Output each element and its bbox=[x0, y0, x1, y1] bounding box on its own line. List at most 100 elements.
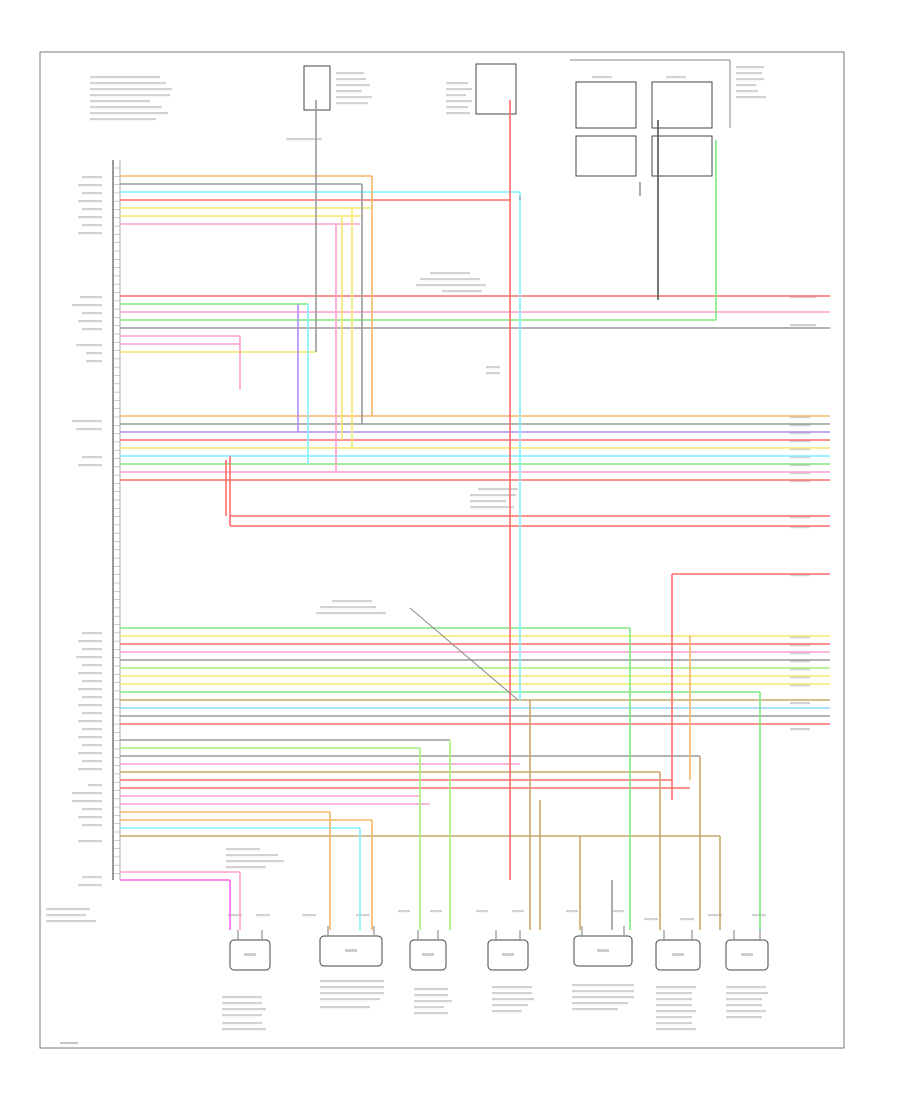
label-text-block bbox=[286, 138, 322, 141]
label-text-block bbox=[222, 1002, 262, 1005]
label-text-block bbox=[486, 366, 500, 369]
label-text-block bbox=[476, 910, 488, 913]
label-text-block bbox=[80, 296, 102, 299]
label-text-block bbox=[736, 96, 766, 99]
label-text-block bbox=[46, 914, 86, 917]
label-text-block bbox=[320, 998, 380, 1001]
label-text-block bbox=[680, 918, 694, 921]
label-text-block bbox=[656, 1004, 692, 1007]
label-text-block bbox=[416, 284, 486, 287]
label-text-block bbox=[46, 920, 96, 923]
label-text-block bbox=[420, 278, 480, 281]
label-text-block bbox=[222, 1028, 266, 1031]
label-text-block bbox=[78, 688, 102, 691]
label-text-block bbox=[566, 910, 578, 913]
label-text-block bbox=[726, 986, 766, 989]
label-text-block bbox=[790, 702, 810, 705]
label-text-block bbox=[726, 1016, 762, 1019]
label-text-block bbox=[78, 704, 102, 707]
label-text-block bbox=[82, 312, 102, 315]
label-text-block bbox=[336, 78, 366, 81]
label-text-block bbox=[446, 100, 472, 103]
bottom-sensors bbox=[229, 926, 769, 971]
label-text-block bbox=[492, 986, 532, 989]
label-text-block bbox=[316, 612, 386, 615]
label-text-block bbox=[90, 88, 172, 91]
label-text-block bbox=[790, 416, 810, 419]
label-text-block bbox=[226, 860, 284, 863]
label-text-block bbox=[414, 1000, 452, 1003]
label-text-block bbox=[414, 988, 448, 991]
label-text-block bbox=[320, 980, 384, 983]
label-text-block bbox=[78, 672, 102, 675]
label-text-block bbox=[790, 684, 810, 687]
label-text-block bbox=[470, 494, 516, 497]
label-text-block bbox=[736, 84, 756, 87]
label-text-block bbox=[78, 840, 102, 843]
sensor-icon bbox=[487, 930, 529, 971]
label-text-block bbox=[790, 660, 810, 663]
sensor-icon bbox=[725, 930, 769, 971]
label-text-block bbox=[82, 808, 102, 811]
label-text-block bbox=[82, 632, 102, 635]
label-text-block bbox=[90, 118, 156, 121]
label-text-block bbox=[656, 1022, 692, 1025]
label-text-block bbox=[82, 664, 102, 667]
label-text-block bbox=[656, 992, 692, 995]
sensor-icon bbox=[229, 930, 271, 971]
label-text-block bbox=[398, 910, 410, 913]
label-text-block bbox=[790, 652, 810, 655]
label-text-block bbox=[82, 680, 102, 683]
label-text-block bbox=[736, 90, 758, 93]
label-text-block bbox=[82, 728, 102, 731]
label-text-block bbox=[446, 106, 468, 109]
label-text-block bbox=[726, 998, 762, 1001]
label-text-block bbox=[492, 1004, 528, 1007]
label-text-block bbox=[656, 986, 696, 989]
label-text-block bbox=[790, 574, 810, 577]
label-text-block bbox=[726, 992, 768, 995]
sensor-icon bbox=[655, 930, 701, 971]
label-text-block bbox=[226, 866, 266, 869]
label-text-block bbox=[572, 984, 634, 987]
label-text-block bbox=[446, 82, 468, 85]
label-text-block bbox=[790, 472, 810, 475]
label-text-block bbox=[82, 208, 102, 211]
label-text-block bbox=[752, 914, 766, 917]
label-text-block bbox=[76, 428, 102, 431]
label-text-block bbox=[76, 344, 102, 347]
label-text-block bbox=[708, 914, 722, 917]
label-text-block bbox=[228, 914, 242, 917]
label-text-block bbox=[492, 992, 532, 995]
label-text-block bbox=[90, 94, 170, 97]
label-text-block bbox=[82, 760, 102, 763]
label-text-block bbox=[78, 720, 102, 723]
label-text-block bbox=[320, 986, 384, 989]
label-text-block bbox=[226, 854, 278, 857]
leader-line bbox=[409, 607, 519, 701]
label-text-block bbox=[90, 106, 162, 109]
label-text-block bbox=[486, 372, 500, 375]
label-text-block bbox=[790, 432, 810, 435]
label-text-block bbox=[222, 1022, 262, 1025]
label-text-block bbox=[332, 600, 372, 603]
label-text-block bbox=[72, 420, 102, 423]
label-text-block bbox=[790, 296, 816, 299]
label-text-block bbox=[302, 914, 316, 917]
label-text-block bbox=[78, 752, 102, 755]
label-text-block bbox=[572, 996, 634, 999]
label-text-block bbox=[336, 90, 362, 93]
label-text-block bbox=[222, 1008, 266, 1011]
label-text-block bbox=[78, 640, 102, 643]
label-text-block bbox=[76, 656, 102, 659]
label-text-block bbox=[790, 480, 810, 483]
connector-pin-ticks bbox=[113, 167, 120, 874]
label-text-block bbox=[256, 914, 270, 917]
label-text-block bbox=[82, 696, 102, 699]
label-text-block bbox=[790, 464, 810, 467]
label-text-block bbox=[442, 290, 482, 293]
label-text-block bbox=[656, 1028, 696, 1031]
label-text-block bbox=[72, 792, 102, 795]
label-text-block bbox=[790, 676, 810, 679]
label-text-block bbox=[790, 448, 810, 451]
